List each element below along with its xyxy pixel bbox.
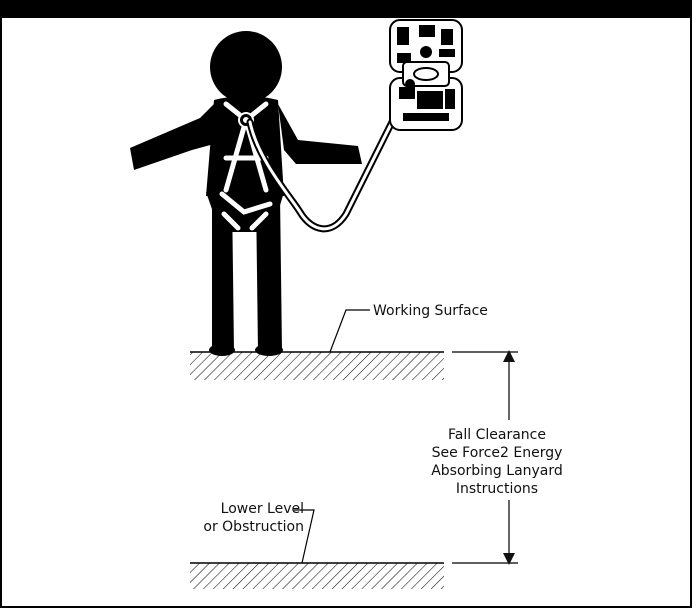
- fall-clearance-label: Fall Clearance See Force2 Energy Absorbi…: [411, 426, 583, 498]
- worker-in-harness-icon: [130, 31, 362, 356]
- lower-level-leader: [294, 509, 315, 564]
- fall-clearance-line-3: Absorbing Lanyard: [431, 463, 563, 479]
- lower-level-line-2: or Obstruction: [203, 519, 304, 535]
- working-surface-label: Working Surface: [373, 303, 488, 319]
- rail-car-anchor-icon: [389, 19, 463, 131]
- top-border-bar: [0, 0, 692, 18]
- lower-level-platform: [190, 562, 444, 589]
- fall-clearance-line-2: See Force2 Energy: [431, 445, 563, 461]
- lanyard-icon: [246, 78, 416, 233]
- fall-clearance-line-4: Instructions: [455, 481, 539, 497]
- lower-level-label: Lower Level or Obstruction: [164, 500, 304, 536]
- fall-clearance-dimension: [452, 350, 518, 565]
- working-surface-platform: [190, 351, 444, 380]
- fall-clearance-line-1: Fall Clearance: [448, 427, 546, 443]
- lower-level-line-1: Lower Level: [220, 501, 304, 517]
- working-surface-leader: [329, 309, 370, 353]
